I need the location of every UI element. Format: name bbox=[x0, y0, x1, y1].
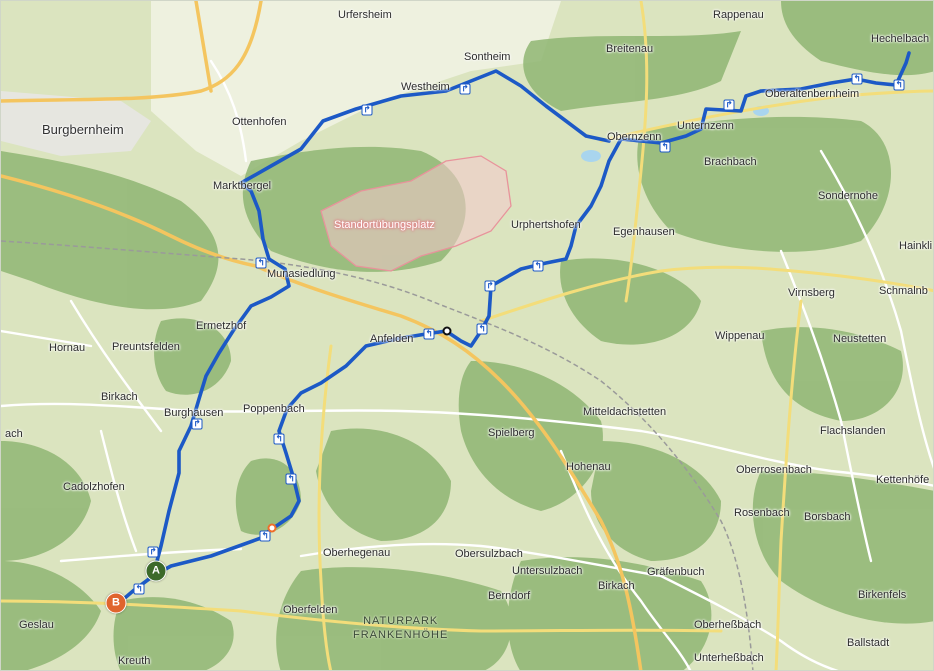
place-label-brachbach[interactable]: Brachbach bbox=[704, 156, 757, 168]
turn-icon[interactable]: ↰ bbox=[273, 433, 285, 445]
town-area-burgbernheim bbox=[1, 91, 151, 156]
place-label-virnsberg[interactable]: Virnsberg bbox=[788, 287, 835, 299]
place-label-hornau[interactable]: Hornau bbox=[49, 342, 86, 354]
place-label-breitenau[interactable]: Breitenau bbox=[606, 43, 654, 55]
place-label-unterhessbach[interactable]: Unterheßbach bbox=[694, 652, 764, 664]
place-label-hechelbach[interactable]: Hechelbach bbox=[871, 33, 930, 45]
place-label-marktbergel[interactable]: Marktbergel bbox=[213, 180, 272, 192]
place-label-schmalnbach[interactable]: Schmalnb bbox=[879, 285, 928, 297]
poi-marker-black[interactable] bbox=[442, 326, 452, 336]
turn-icon[interactable]: ↱ bbox=[723, 99, 735, 111]
railway bbox=[1, 240, 754, 670]
place-label-wippenau[interactable]: Wippenau bbox=[715, 330, 765, 342]
place-label-egenhausen[interactable]: Egenhausen bbox=[613, 226, 675, 238]
place-label-obersulzbach[interactable]: Obersulzbach bbox=[455, 548, 523, 560]
turn-icon[interactable]: ↰ bbox=[133, 583, 145, 595]
turn-icon[interactable]: ↰ bbox=[255, 257, 267, 269]
open-land-area bbox=[151, 1, 561, 176]
poi-marker-orange[interactable] bbox=[267, 523, 277, 533]
place-label-oberfelden[interactable]: Oberfelden bbox=[283, 604, 338, 616]
place-label-geslau[interactable]: Geslau bbox=[19, 619, 54, 631]
nature-park-label-line1: NATURPARK bbox=[363, 615, 439, 627]
place-label-poppenbach[interactable]: Poppenbach bbox=[243, 403, 305, 415]
turn-icon[interactable]: ↰ bbox=[532, 260, 544, 272]
turn-icon[interactable]: ↰ bbox=[476, 323, 488, 335]
place-label-rappenau[interactable]: Rappenau bbox=[713, 9, 764, 21]
place-label-birkach-south[interactable]: Birkach bbox=[598, 580, 635, 592]
place-label-spielberg[interactable]: Spielberg bbox=[488, 427, 535, 439]
place-label-oberhessbach[interactable]: Oberheßbach bbox=[694, 619, 762, 631]
place-label-anfelden[interactable]: Anfelden bbox=[370, 333, 414, 345]
place-label-sondernohe[interactable]: Sondernohe bbox=[818, 190, 878, 202]
place-label-obernzenn[interactable]: Obernzenn bbox=[607, 131, 662, 143]
place-label-ottenhofen[interactable]: Ottenhofen bbox=[232, 116, 287, 128]
place-label-oberaltenbernheim[interactable]: Oberaltenbernheim bbox=[765, 88, 860, 100]
place-label-untersulzbach[interactable]: Untersulzbach bbox=[512, 565, 583, 577]
turn-icon[interactable]: ↰ bbox=[423, 328, 435, 340]
place-label-berndorf[interactable]: Berndorf bbox=[488, 590, 531, 602]
turn-icon[interactable]: ↰ bbox=[259, 530, 271, 542]
place-label-unternzenn[interactable]: Unternzenn bbox=[677, 120, 734, 132]
place-label-neustetten[interactable]: Neustetten bbox=[833, 333, 887, 345]
place-label-urphertshofen[interactable]: Urphertshofen bbox=[511, 219, 581, 231]
place-label-hainklinge[interactable]: Hainkli bbox=[899, 240, 933, 252]
place-label-kettenhoefe[interactable]: Kettenhöfe bbox=[876, 474, 930, 486]
place-label-sontheim[interactable]: Sontheim bbox=[464, 51, 511, 63]
place-label-oberrosenbach[interactable]: Oberrosenbach bbox=[736, 464, 812, 476]
place-label-kreuth[interactable]: Kreuth bbox=[118, 655, 151, 667]
place-label-preuntsfelden[interactable]: Preuntsfelden bbox=[112, 341, 180, 353]
main-roads bbox=[1, 1, 643, 670]
turn-icon[interactable]: ↱ bbox=[484, 280, 496, 292]
place-label-graefenbuch[interactable]: Gräfenbuch bbox=[647, 566, 705, 578]
place-label-hohenau[interactable]: Hohenau bbox=[566, 461, 611, 473]
turn-icon[interactable]: ↱ bbox=[147, 546, 159, 558]
place-label-flachslanden[interactable]: Flachslanden bbox=[820, 425, 886, 437]
place-label-burghausen[interactable]: Burghausen bbox=[164, 407, 224, 419]
place-label-westheim[interactable]: Westheim bbox=[401, 81, 450, 93]
place-label-standortuebungsplatz[interactable]: Standortübungsplatz bbox=[334, 219, 435, 231]
turn-icon[interactable]: ↱ bbox=[191, 418, 203, 430]
place-label-mitteldachstetten[interactable]: Mitteldachstetten bbox=[583, 406, 667, 418]
place-label-borsbach[interactable]: Borsbach bbox=[804, 511, 851, 523]
turn-icon[interactable]: ↰ bbox=[285, 473, 297, 485]
place-label-birkach-west[interactable]: Birkach bbox=[101, 391, 138, 403]
place-label-birkenfels[interactable]: Birkenfels bbox=[858, 589, 907, 601]
place-label-urfersheim[interactable]: Urfersheim bbox=[338, 9, 392, 21]
place-label-ballstadt[interactable]: Ballstadt bbox=[847, 637, 890, 649]
turn-icon[interactable]: ↰ bbox=[893, 79, 905, 91]
nature-park-label: NATURPARK FRANKENHÖHE bbox=[353, 615, 448, 643]
turn-icon[interactable]: ↰ bbox=[659, 141, 671, 153]
turn-icon[interactable]: ↱ bbox=[459, 83, 471, 95]
place-label-oberhegenau[interactable]: Oberhegenau bbox=[323, 547, 391, 559]
turn-icon[interactable]: ↱ bbox=[361, 104, 373, 116]
place-label-burgbernheim[interactable]: Burgbernheim bbox=[42, 122, 124, 137]
route-start-marker[interactable]: A bbox=[145, 560, 167, 582]
place-label-munasiedlung[interactable]: Munasiedlung bbox=[267, 268, 336, 280]
nature-park-label-line2: FRANKENHÖHE bbox=[353, 628, 449, 641]
place-label-cadolzhofen[interactable]: Cadolzhofen bbox=[63, 481, 125, 493]
place-label-rosenbach[interactable]: Rosenbach bbox=[734, 507, 790, 519]
place-label-ach[interactable]: ach bbox=[5, 428, 23, 440]
route-end-marker[interactable]: B bbox=[105, 592, 127, 614]
place-label-ermetzhof[interactable]: Ermetzhof bbox=[196, 320, 247, 332]
turn-icon[interactable]: ↰ bbox=[851, 73, 863, 85]
minor-roads bbox=[1, 59, 933, 670]
restricted-area bbox=[320, 155, 512, 272]
